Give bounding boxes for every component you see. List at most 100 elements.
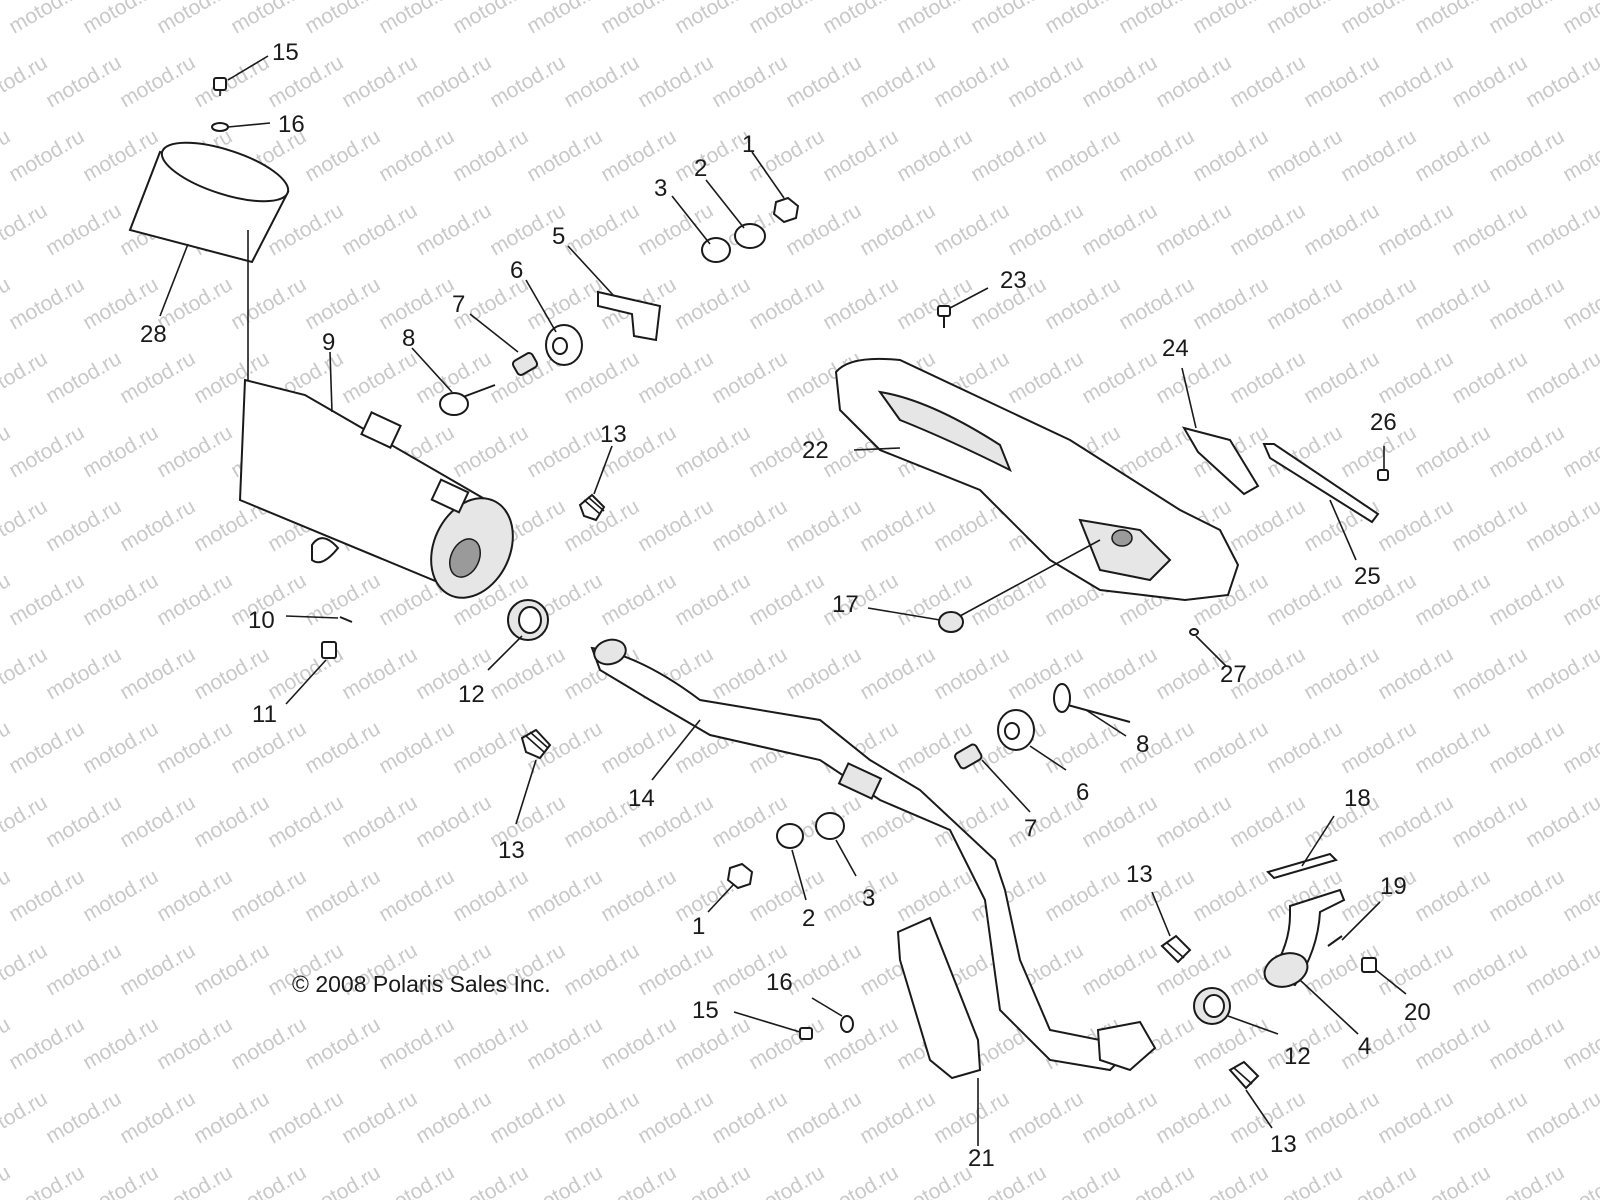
watermark-text: motod.ru	[79, 1161, 162, 1200]
watermark-text: motod.ru	[375, 0, 458, 38]
watermark-text: motod.ru	[1337, 1161, 1420, 1200]
watermark-text: motod.ru	[486, 643, 569, 704]
watermark-text: motod.ru	[671, 421, 754, 482]
grommet-17	[938, 611, 964, 633]
watermark-text: motod.ru	[1559, 125, 1600, 186]
watermark-text: motod.ru	[116, 51, 199, 112]
watermark-text: motod.ru	[116, 347, 199, 408]
head-pipe-14	[590, 638, 1157, 1072]
watermark-text: motod.ru	[782, 495, 865, 556]
watermark-text: motod.ru	[1411, 0, 1494, 38]
watermark-text: motod.ru	[301, 1161, 384, 1200]
sleeve-7-lower	[954, 743, 983, 770]
watermark-text: motod.ru	[153, 421, 236, 482]
watermark-text: motod.ru	[1337, 273, 1420, 334]
callout-26: 26	[1370, 409, 1397, 436]
watermark-text: motod.ru	[338, 347, 421, 408]
callout-6: 6	[510, 257, 523, 284]
watermark-text: motod.ru	[930, 199, 1013, 260]
watermark-text: motod.ru	[1374, 51, 1457, 112]
callout-13: 13	[1126, 861, 1153, 888]
watermark-text: motod.ru	[1337, 0, 1420, 38]
callout-27: 27	[1220, 661, 1247, 688]
watermark-text: motod.ru	[5, 865, 88, 926]
watermark-text: motod.ru	[5, 1161, 88, 1200]
watermark-text: motod.ru	[338, 51, 421, 112]
watermark-text: motod.ru	[1485, 1161, 1568, 1200]
watermark-text: motod.ru	[819, 273, 902, 334]
callout-13: 13	[600, 421, 627, 448]
callout-17: 17	[832, 591, 859, 618]
watermark-text: motod.ru	[1189, 717, 1272, 778]
spring-13-mid	[520, 728, 552, 760]
watermark-text: motod.ru	[1189, 1013, 1272, 1074]
watermark-text: motod.ru	[412, 1087, 495, 1148]
watermark-text: motod.ru	[1115, 1161, 1198, 1200]
callout-3: 3	[654, 175, 667, 202]
watermark-text: motod.ru	[0, 1161, 14, 1200]
spring-13-upper	[578, 493, 606, 522]
watermark-text: motod.ru	[1411, 125, 1494, 186]
watermark-text: motod.ru	[301, 125, 384, 186]
watermark-text: motod.ru	[1189, 125, 1272, 186]
sleeve-20	[1361, 957, 1377, 973]
watermark-text: motod.ru	[1189, 865, 1272, 926]
watermark-text: motod.ru	[412, 791, 495, 852]
watermark-text: motod.ru	[1374, 199, 1457, 260]
watermark-text: motod.ru	[1115, 273, 1198, 334]
watermark-text: motod.ru	[1448, 347, 1531, 408]
watermark-text: motod.ru	[486, 1087, 569, 1148]
watermark-text: motod.ru	[116, 643, 199, 704]
watermark-text: motod.ru	[1411, 1161, 1494, 1200]
watermark-text: motod.ru	[190, 643, 273, 704]
screw-26	[1377, 469, 1389, 481]
bolt-8-lower	[1053, 683, 1131, 723]
watermark-text: motod.ru	[967, 569, 1050, 630]
watermark-text: motod.ru	[42, 495, 125, 556]
watermark-text: motod.ru	[375, 865, 458, 926]
watermark-text: motod.ru	[1263, 0, 1346, 38]
watermark-text: motod.ru	[671, 273, 754, 334]
gasket-12-upper	[507, 599, 549, 641]
watermark-text: motod.ru	[597, 1161, 680, 1200]
watermark-text: motod.ru	[449, 865, 532, 926]
watermark-text: motod.ru	[5, 0, 88, 38]
watermark-text: motod.ru	[634, 1087, 717, 1148]
watermark-text: motod.ru	[1522, 495, 1600, 556]
watermark-text: motod.ru	[782, 51, 865, 112]
watermark-text: motod.ru	[1041, 0, 1124, 38]
plate-25	[1262, 443, 1380, 524]
watermark-text: motod.ru	[1226, 347, 1309, 408]
watermark-text: motod.ru	[597, 125, 680, 186]
watermark-text: motod.ru	[1189, 1161, 1272, 1200]
watermark-text: motod.ru	[1337, 717, 1420, 778]
heat-shield-22	[834, 357, 1240, 602]
watermark-text: motod.ru	[597, 717, 680, 778]
spring-13-bottom	[1228, 1060, 1260, 1090]
callout-19: 19	[1380, 873, 1407, 900]
watermark-text: motod.ru	[116, 1087, 199, 1148]
bracket-24	[1181, 426, 1260, 496]
watermark-text: motod.ru	[301, 1013, 384, 1074]
watermark-text: motod.ru	[1078, 51, 1161, 112]
watermark-text: motod.ru	[79, 0, 162, 38]
watermark-text: motod.ru	[523, 0, 606, 38]
watermark-text: motod.ru	[1078, 1087, 1161, 1148]
watermark-text: motod.ru	[893, 125, 976, 186]
watermark-text: motod.ru	[1300, 1087, 1383, 1148]
watermark-text: motod.ru	[153, 569, 236, 630]
watermark-text: motod.ru	[375, 717, 458, 778]
watermark-text: motod.ru	[153, 1013, 236, 1074]
watermark-text: motod.ru	[1078, 939, 1161, 1000]
washer-3-lower	[815, 812, 845, 840]
watermark-text: motod.ru	[301, 865, 384, 926]
callout-9: 9	[322, 329, 335, 356]
watermark-text: motod.ru	[708, 1087, 791, 1148]
watermark-text: motod.ru	[42, 791, 125, 852]
watermark-text: motod.ru	[560, 939, 643, 1000]
spring-13-right	[1160, 934, 1192, 964]
watermark-text: motod.ru	[1115, 717, 1198, 778]
watermark-text: motod.ru	[893, 865, 976, 926]
watermark-text: motod.ru	[1485, 273, 1568, 334]
watermark-text: motod.ru	[967, 0, 1050, 38]
